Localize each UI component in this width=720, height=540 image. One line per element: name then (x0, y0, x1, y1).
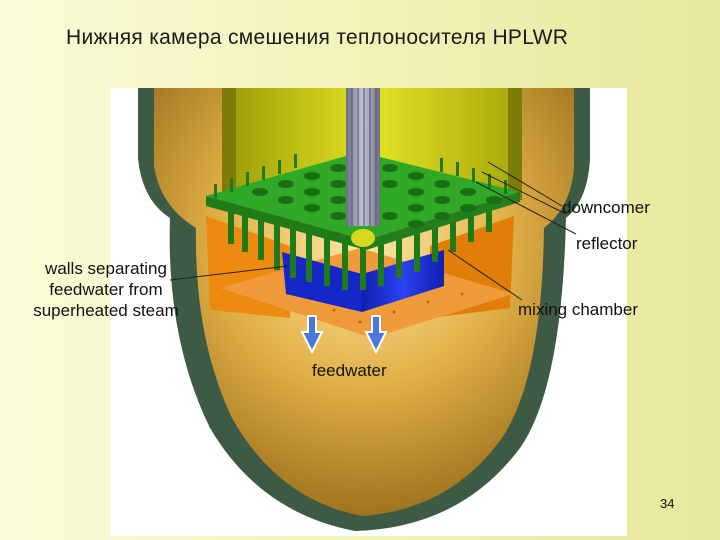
plate-pins (214, 154, 507, 198)
core-plate-front-right (366, 192, 520, 250)
rod-lines (351, 88, 377, 226)
separating-wall-left (282, 252, 362, 312)
label-downcomer: downcomer (562, 198, 650, 217)
feedwater-arrow-left (300, 315, 324, 355)
page-number: 34 (660, 496, 675, 511)
label-reflector: reflector (576, 234, 638, 253)
slide-title: Нижняя камера смешения теплоносителя HPL… (66, 26, 569, 49)
reactor-cutaway-illustration (138, 88, 590, 531)
label-mixing-chamber: mixing chamber (518, 300, 638, 319)
separating-wall-right (362, 250, 444, 312)
leader-lines (169, 161, 577, 301)
core-plate-front-left (206, 196, 366, 250)
label-feedwater: feedwater (312, 361, 387, 380)
reactor-cutaway-figure (110, 88, 627, 536)
core-tubes (228, 204, 492, 290)
label-walls: walls separating feedwater from superhea… (33, 259, 179, 320)
rod-tip (351, 229, 375, 247)
control-rod-bundle (346, 88, 380, 226)
feedwater-arrow-right (364, 315, 388, 355)
